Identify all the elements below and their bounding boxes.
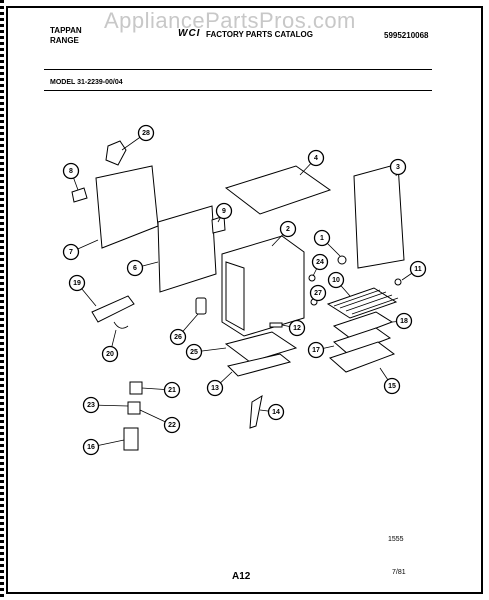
callout-number: 11	[414, 266, 422, 273]
callout-19: 19	[68, 274, 86, 292]
callout-14: 14	[267, 403, 285, 421]
header-rule-top	[44, 69, 432, 70]
callout-16: 16	[82, 438, 100, 456]
callout-20: 20	[101, 345, 119, 363]
part-number: 5995210068	[384, 31, 429, 40]
callout-21: 21	[163, 381, 181, 399]
part-7-back-panel	[95, 165, 159, 249]
callout-4: 4	[307, 149, 325, 167]
part-15-tray	[329, 341, 396, 373]
callout-28: 28	[137, 124, 155, 142]
callout-number: 12	[293, 325, 301, 332]
callout-22: 22	[163, 416, 181, 434]
callout-15: 15	[383, 377, 401, 395]
part-2-oven-side	[225, 261, 245, 331]
callout-number: 24	[316, 259, 324, 266]
part-28-bracket	[105, 140, 127, 166]
part-16-switch	[123, 427, 139, 451]
catalog-title: FACTORY PARTS CATALOG	[206, 30, 313, 39]
callout-24: 24	[311, 253, 329, 271]
callout-26: 26	[169, 328, 187, 346]
part-10-oven-rack	[326, 287, 398, 319]
callout-9: 9	[215, 202, 233, 220]
callout-number: 17	[312, 347, 320, 354]
callout-17: 17	[307, 341, 325, 359]
product-type: RANGE	[50, 36, 79, 45]
watermark: AppliancePartsPros.com	[104, 8, 356, 33]
part-13-drawer	[227, 353, 292, 377]
header-rule-bottom	[44, 90, 432, 91]
part-1-nut	[337, 255, 347, 265]
callout-number: 25	[190, 349, 198, 356]
brand-block: TAPPAN RANGE	[50, 26, 82, 46]
page-number: A12	[232, 571, 251, 582]
part-8-plate	[71, 187, 88, 203]
callout-number: 9	[222, 208, 226, 215]
callout-number: 23	[87, 402, 95, 409]
callout-1: 1	[313, 229, 331, 247]
callout-number: 13	[211, 385, 219, 392]
part-25-bottom-pan	[224, 331, 298, 363]
callout-number: 27	[314, 290, 322, 297]
callout-3: 3	[389, 158, 407, 176]
callout-13: 13	[206, 379, 224, 397]
part-4-cooktop	[224, 165, 332, 215]
callout-12: 12	[288, 319, 306, 337]
callout-number: 1	[320, 235, 324, 242]
callout-number: 20	[106, 351, 114, 358]
brand-name: TAPPAN	[50, 26, 82, 35]
callout-18: 18	[395, 312, 413, 330]
callout-number: 16	[87, 444, 95, 451]
revision-date: 7/81	[392, 569, 406, 576]
part-14-bracket	[249, 394, 263, 429]
logo: WCI	[178, 28, 201, 39]
part-6-rear-panel	[157, 205, 217, 293]
callout-number: 2	[286, 226, 290, 233]
part-21-switch	[129, 381, 143, 395]
part-19-terminal-block	[91, 295, 135, 323]
callout-number: 6	[133, 265, 137, 272]
callout-number: 4	[314, 155, 318, 162]
part-24-fastener	[308, 274, 316, 282]
part-3-oven-door	[353, 163, 405, 269]
callout-number: 22	[168, 422, 176, 429]
part-11-screw	[394, 278, 402, 286]
callout-number: 14	[272, 409, 280, 416]
part-17-broiler-pan	[333, 327, 392, 355]
model-label: MODEL 31-2239-00/04	[50, 79, 123, 86]
part-12-pin	[269, 322, 283, 328]
part-10-rack-wires	[333, 289, 399, 315]
callout-number: 10	[332, 277, 340, 284]
binder-strip	[0, 0, 4, 600]
part-26-knob	[195, 297, 207, 315]
callout-8: 8	[62, 162, 80, 180]
callout-number: 26	[174, 334, 182, 341]
callout-number: 15	[388, 383, 396, 390]
callout-6: 6	[126, 259, 144, 277]
part-22-switch	[127, 401, 141, 415]
callout-23: 23	[82, 396, 100, 414]
callout-27: 27	[309, 284, 327, 302]
callout-7: 7	[62, 243, 80, 261]
callout-number: 8	[69, 168, 73, 175]
callout-25: 25	[185, 343, 203, 361]
callout-11: 11	[409, 260, 427, 278]
callout-number: 18	[400, 318, 408, 325]
callout-number: 21	[168, 387, 176, 394]
callout-number: 28	[142, 130, 150, 137]
callout-number: 7	[69, 249, 73, 256]
drawing-code: 1555	[388, 536, 404, 543]
callout-number: 3	[396, 164, 400, 171]
callout-2: 2	[279, 220, 297, 238]
callout-10: 10	[327, 271, 345, 289]
part-20-wire	[113, 321, 129, 329]
callout-number: 19	[73, 280, 81, 287]
